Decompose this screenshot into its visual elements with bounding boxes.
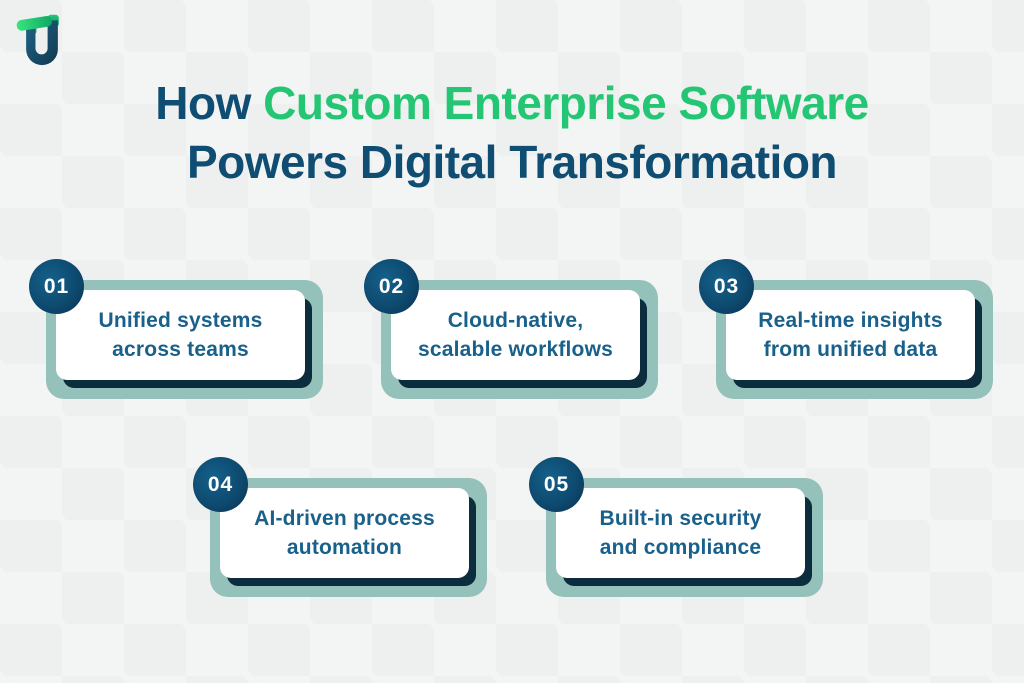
- card-label: Cloud-native, scalable workflows: [418, 306, 613, 364]
- step-card-4: 04 AI-driven process automation: [193, 457, 487, 597]
- card-label-line-2: automation: [286, 536, 403, 559]
- card-label: Built-in security and compliance: [599, 504, 761, 562]
- step-number-badge: 02: [364, 259, 419, 314]
- page-title: How Custom Enterprise Software Powers Di…: [0, 74, 1024, 192]
- step-card-1: 01 Unified systems across teams: [29, 259, 323, 399]
- step-number-badge: 03: [699, 259, 754, 314]
- card-label-line-1: Built-in security: [599, 507, 762, 530]
- step-card-3: 03 Real-time insights from unified data: [699, 259, 993, 399]
- card-label: AI-driven process automation: [254, 504, 435, 562]
- card-label-line-2: and compliance: [599, 536, 762, 559]
- title-highlight: Custom Enterprise Software: [263, 77, 869, 129]
- card-face: Cloud-native, scalable workflows: [391, 290, 640, 380]
- card-label: Unified systems across teams: [98, 306, 262, 364]
- tu-logo: [14, 8, 70, 70]
- card-label-line-1: Unified systems: [98, 309, 263, 332]
- card-label: Real-time insights from unified data: [758, 306, 942, 364]
- step-card-2: 02 Cloud-native, scalable workflows: [364, 259, 658, 399]
- card-face: Real-time insights from unified data: [726, 290, 975, 380]
- card-label-line-1: Cloud-native,: [447, 309, 584, 332]
- step-number-badge: 04: [193, 457, 248, 512]
- step-number-badge: 01: [29, 259, 84, 314]
- tu-logo-icon: [16, 14, 59, 66]
- card-label-line-2: scalable workflows: [417, 338, 613, 361]
- step-card-5: 05 Built-in security and compliance: [529, 457, 823, 597]
- card-label-line-2: from unified data: [763, 338, 938, 361]
- card-label-line-1: Real-time insights: [758, 309, 943, 332]
- title-line-2: Powers Digital Transformation: [186, 136, 838, 188]
- card-face: Built-in security and compliance: [556, 488, 805, 578]
- title-line-1: How Custom Enterprise Software: [0, 74, 1024, 133]
- card-label-line-2: across teams: [112, 338, 249, 361]
- title-prefix: How: [155, 77, 251, 129]
- step-number-badge: 05: [529, 457, 584, 512]
- card-label-line-1: AI-driven process: [254, 507, 435, 530]
- card-face: Unified systems across teams: [56, 290, 305, 380]
- card-face: AI-driven process automation: [220, 488, 469, 578]
